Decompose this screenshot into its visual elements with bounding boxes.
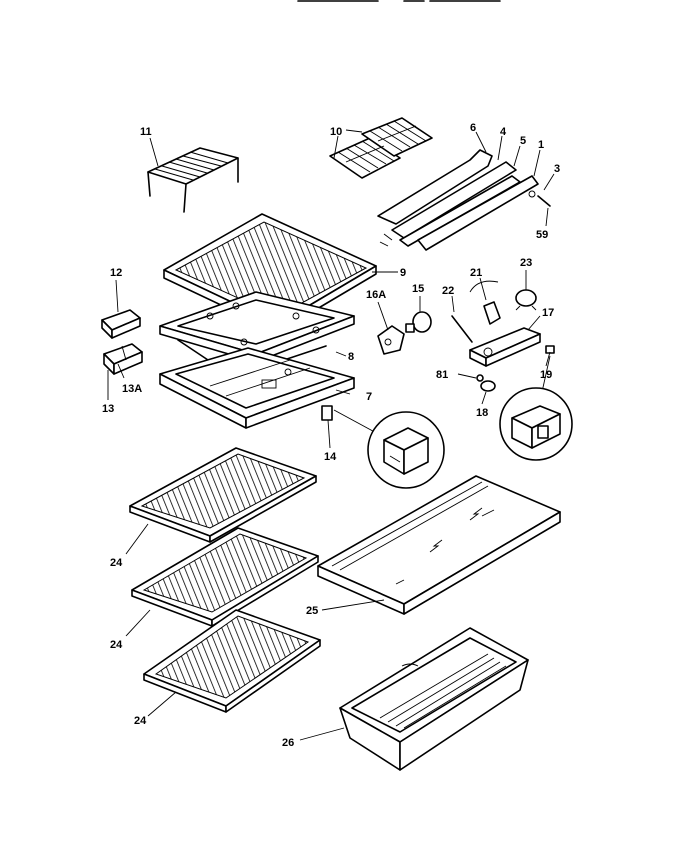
shelf-frame-part <box>159 291 355 381</box>
switch-detail-part <box>499 355 573 461</box>
wire-shelf-part-3 <box>143 609 321 713</box>
callout-label: 13A <box>122 383 142 395</box>
callout-label: 1 <box>538 139 544 151</box>
callout-leader-lines <box>107 129 555 741</box>
wire-shelf-part-1 <box>129 447 317 543</box>
callout-label: 59 <box>536 229 548 241</box>
lamp-socket-part <box>377 325 405 355</box>
callout-label: 7 <box>366 391 372 403</box>
callout-label: 17 <box>542 307 554 319</box>
dairy-door-part <box>101 309 143 375</box>
callout-label: 23 <box>520 257 532 269</box>
callout-label: 8 <box>348 351 354 363</box>
callout-label: 3 <box>554 163 560 175</box>
callout-label: 15 <box>412 283 424 295</box>
callout-labels: 11 10 6 4 5 1 3 59 12 13A 13 9 16A 15 22… <box>102 122 560 749</box>
callout-label: 9 <box>400 267 406 279</box>
callout-label: 19 <box>540 369 552 381</box>
callout-label: 22 <box>442 285 454 297</box>
callout-label: 14 <box>324 451 337 463</box>
light-bulb-part <box>405 311 432 333</box>
callout-label: 10 <box>330 126 342 138</box>
callout-label: 6 <box>470 122 476 134</box>
clip-detail-part <box>321 405 445 489</box>
crisper-drawer-part <box>339 627 529 771</box>
callout-label: 4 <box>500 126 507 138</box>
wire-shelf-part-2 <box>131 527 319 627</box>
callout-label: 18 <box>476 407 488 419</box>
callout-label: 24 <box>110 639 123 651</box>
ice-cube-trays-part <box>329 117 433 179</box>
callout-label: 5 <box>520 135 526 147</box>
bottom-tray-part <box>159 347 355 429</box>
crisper-cover-part <box>317 475 561 615</box>
callout-label: 81 <box>436 369 448 381</box>
callout-label: 26 <box>282 737 294 749</box>
control-housing-part <box>451 280 555 392</box>
callout-label: 25 <box>306 605 318 617</box>
shelf-rails-part <box>377 149 551 251</box>
callout-label: 12 <box>110 267 122 279</box>
wire-rack-part <box>147 147 239 213</box>
callout-label: 24 <box>110 557 123 569</box>
callout-label: 24 <box>134 715 147 727</box>
callout-label: 11 <box>140 126 152 138</box>
callout-label: 13 <box>102 403 114 415</box>
callout-label: 16A <box>366 289 386 301</box>
callout-label: 21 <box>470 267 482 279</box>
